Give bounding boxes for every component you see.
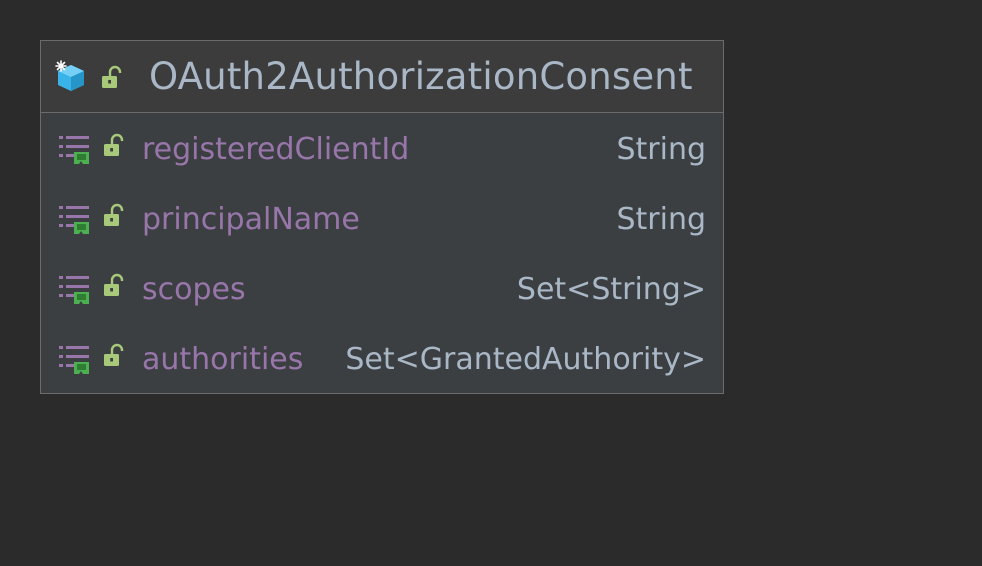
field-icon [59, 346, 89, 374]
class-header: OAuth2AuthorizationConsent [41, 41, 723, 113]
field-icon [59, 136, 89, 164]
field-row[interactable]: principalName String [41, 183, 723, 253]
field-name: principalName [142, 202, 360, 237]
unlocked-icon [104, 273, 124, 296]
unlocked-icon [104, 133, 124, 156]
unlocked-icon [104, 203, 124, 226]
field-type: String [616, 202, 706, 237]
unlocked-icon [102, 65, 122, 88]
field-icon [59, 276, 89, 304]
field-list: registeredClientId String principalName … [41, 113, 723, 393]
field-name: registeredClientId [142, 132, 410, 167]
field-type: Set<String> [516, 272, 706, 307]
field-icon [59, 206, 89, 234]
class-node[interactable]: OAuth2AuthorizationConsent registeredCli… [40, 40, 724, 394]
field-name: scopes [142, 272, 246, 307]
field-row[interactable]: scopes Set<String> [41, 253, 723, 323]
field-name: authorities [142, 342, 304, 377]
field-type: String [616, 132, 706, 167]
field-type: Set<GrantedAuthority> [345, 342, 706, 377]
record-class-icon [55, 60, 84, 91]
unlocked-icon [104, 343, 124, 366]
field-row[interactable]: registeredClientId String [41, 113, 723, 183]
field-row[interactable]: authorities Set<GrantedAuthority> [41, 323, 723, 393]
class-title: OAuth2AuthorizationConsent [149, 55, 693, 98]
